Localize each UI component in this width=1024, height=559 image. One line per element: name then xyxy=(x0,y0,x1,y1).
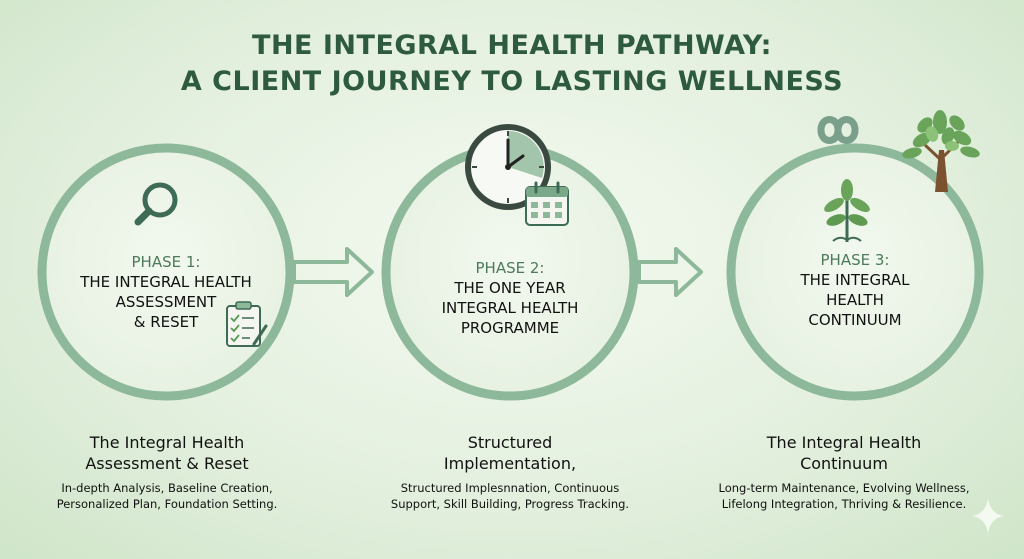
phase-3-name-line-3: CONTINUUM xyxy=(808,311,902,329)
phase-2-name-line-3: PROGRAMME xyxy=(460,319,560,337)
page-title-line-2: A CLIENT JOURNEY TO LASTING WELLNESS xyxy=(180,66,844,97)
arrow-1-to-2 xyxy=(292,247,374,297)
phase-2-heading-line-2: Implementation, xyxy=(443,454,577,473)
phase-2-name-line-1: THE ONE YEAR xyxy=(454,279,566,297)
phase-1-label: PHASE 1: xyxy=(131,253,201,271)
phase-1-detail-line-2: Personalized Plan, Foundation Setting. xyxy=(56,497,278,511)
phase-3-description: The Integral Health Continuum Long-term … xyxy=(694,432,994,512)
clipboard-checklist-icon xyxy=(226,301,268,347)
phase-2-description: Structured Implementation, Structured Im… xyxy=(360,432,660,512)
phase-1-name-line-3: & RESET xyxy=(133,313,199,331)
phase-1-heading-line-1: The Integral Health xyxy=(89,433,245,452)
phase-1-heading-line-2: Assessment & Reset xyxy=(85,454,249,473)
phase-3-detail-line-1: Long-term Maintenance, Evolving Wellness… xyxy=(718,481,970,495)
phase-3-circle xyxy=(726,143,984,401)
infinity-icon xyxy=(817,116,859,144)
phase-1-circle-text: PHASE 1: THE INTEGRAL HEALTH ASSESSMENT … xyxy=(66,252,266,332)
sparkle-icon xyxy=(972,498,1004,534)
phase-3-detail-line-2: Lifelong Integration, Thriving & Resilie… xyxy=(721,497,967,511)
phase-2-detail-line-1: Structured Implesnnation, Continuous xyxy=(400,481,620,495)
phase-3-name-line-2: HEALTH xyxy=(826,291,884,309)
phase-2-circle-text: PHASE 2: THE ONE YEAR INTEGRAL HEALTH PR… xyxy=(410,258,610,338)
phase-3-heading-line-2: Continuum xyxy=(800,454,888,473)
phase-3-label: PHASE 3: xyxy=(820,251,890,269)
calendar-icon xyxy=(525,181,569,226)
phase-2-heading-line-1: Structured xyxy=(467,433,553,452)
page-title-line-1: THE INTEGRAL HEALTH PATHWAY: xyxy=(252,30,772,61)
phase-3-circle-text: PHASE 3: THE INTEGRAL HEALTH CONTINUUM xyxy=(755,250,955,330)
phase-1-detail-line-1: In-depth Analysis, Baseline Creation, xyxy=(61,481,273,495)
sprout-icon xyxy=(824,179,870,242)
tree-icon xyxy=(902,110,980,192)
phase-1-name-line-1: THE INTEGRAL HEALTH xyxy=(80,273,252,291)
phase-3-heading-line-1: The Integral Health xyxy=(766,433,922,452)
phase-1-name-line-2: ASSESSMENT xyxy=(115,293,217,311)
phase-3-name-line-1: THE INTEGRAL xyxy=(800,271,910,289)
phase-2-label: PHASE 2: xyxy=(475,259,545,277)
phase-2-detail-line-2: Support, Skill Building, Progress Tracki… xyxy=(390,497,630,511)
phase-2-name-line-2: INTEGRAL HEALTH xyxy=(441,299,579,317)
magnifying-glass-icon xyxy=(134,182,178,226)
arrow-2-to-3 xyxy=(637,247,703,297)
phase-1-description: The Integral Health Assessment & Reset I… xyxy=(17,432,317,512)
